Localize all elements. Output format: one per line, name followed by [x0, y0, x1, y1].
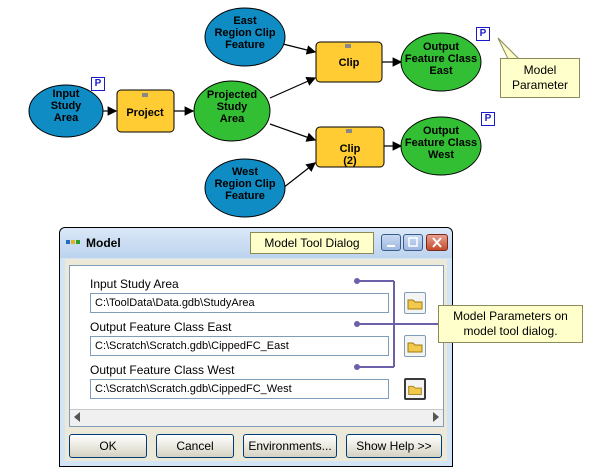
ok-button[interactable]: OK	[69, 434, 147, 458]
node-clip2-label: Clip(2)	[340, 143, 361, 167]
minimize-icon	[387, 245, 395, 247]
folder-icon	[408, 385, 422, 395]
param-label-output-west: Output Feature Class West	[90, 363, 235, 377]
close-button[interactable]	[426, 234, 448, 251]
output-west-field[interactable]: C:\Scratch\Scratch.gdb\CippedFC_West	[90, 379, 389, 399]
model-tool-dialog-callout: Model Tool Dialog	[250, 232, 374, 254]
param-label-output-east: Output Feature Class East	[90, 320, 232, 334]
environments-button[interactable]: Environments...	[243, 434, 337, 458]
maximize-button[interactable]	[403, 234, 423, 251]
output-east-field[interactable]: C:\Scratch\Scratch.gdb\CippedFC_East	[90, 336, 389, 356]
show-help-button[interactable]: Show Help >>	[346, 434, 442, 458]
node-clip-tool[interactable]: Clip	[315, 41, 383, 83]
browse-folder-button[interactable]	[404, 335, 426, 357]
horizontal-scrollbar[interactable]	[70, 409, 443, 426]
model-parameter-badge: P	[481, 112, 495, 126]
hammer-icon	[142, 93, 148, 97]
input-study-area-field[interactable]: C:\ToolData\Data.gdb\StudyArea	[90, 293, 389, 313]
node-clip2-tool[interactable]: Clip(2)	[315, 126, 385, 168]
node-project-label: Project	[126, 107, 164, 119]
dialog-title: Model	[86, 236, 121, 250]
model-parameters-callout: Model Parameters on model tool dialog.	[438, 305, 583, 343]
node-clip-label: Clip	[339, 57, 360, 69]
close-icon	[432, 237, 442, 248]
hammer-icon	[345, 44, 351, 48]
cancel-button[interactable]: Cancel	[156, 434, 234, 458]
model-parameter-badge: P	[91, 77, 105, 91]
diagram-connectors	[103, 43, 403, 189]
browse-folder-button[interactable]	[404, 292, 426, 314]
dialog-titlebar[interactable]: Model Model Tool Dialog	[60, 228, 452, 258]
model-tool-dialog: Model Model Tool Dialog Input Study Area…	[59, 227, 453, 467]
node-project-tool[interactable]: Project	[116, 89, 175, 133]
browse-folder-button[interactable]	[404, 378, 426, 400]
minimize-button[interactable]	[381, 234, 401, 251]
scroll-right-icon[interactable]	[433, 412, 439, 422]
model-parameter-badge: P	[476, 27, 490, 41]
scroll-left-icon[interactable]	[74, 412, 80, 422]
dialog-client-area: Input Study Area C:\ToolData\Data.gdb\St…	[65, 259, 447, 461]
parameters-panel: Input Study Area C:\ToolData\Data.gdb\St…	[69, 265, 444, 427]
maximize-icon	[408, 237, 418, 247]
hammer-icon	[346, 129, 352, 133]
folder-icon	[407, 342, 423, 353]
param-label-input-study-area: Input Study Area	[90, 277, 179, 291]
model-icon	[66, 240, 80, 244]
folder-icon	[407, 299, 423, 310]
